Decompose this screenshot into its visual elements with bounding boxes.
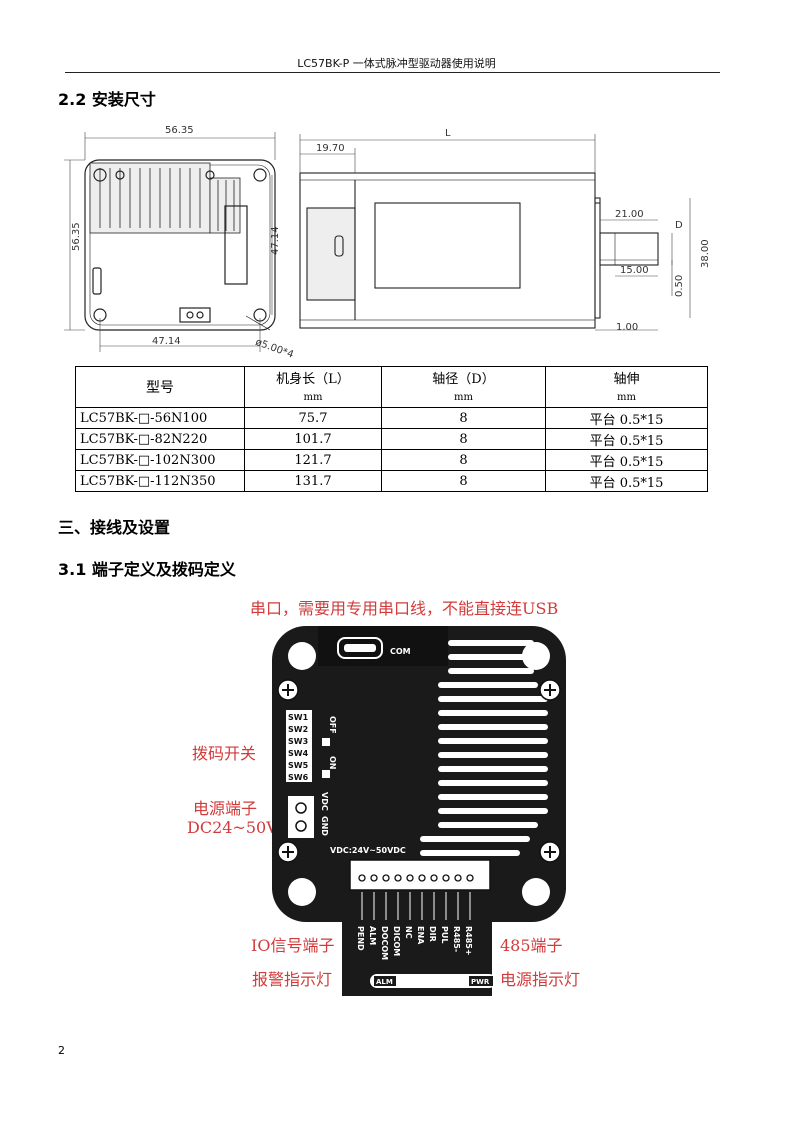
cell-extension: 平台 0.5*15 (545, 407, 708, 429)
annotation-485: 485端子 (500, 936, 563, 955)
front-view (84, 159, 276, 331)
dimension-drawing: 56.35 56.35 47.14 47.14 ø5.00*4 L 19.70 … (64, 125, 711, 358)
dip-on-label: ON (328, 756, 337, 770)
driver-board: COM SW1 SW2 SW3 SW4 SW5 SW6 OFF ON VDC G… (272, 626, 566, 996)
header-extension: 轴伸 (545, 366, 708, 387)
dim-top-width: 56.35 (165, 125, 194, 136)
annotation-dip: 拨码开关 (192, 744, 257, 763)
pin-label: ENA (416, 926, 425, 945)
pin-label: PEND (356, 926, 365, 951)
section-3-1-title: 3.1 端子定义及拨码定义 (58, 560, 236, 579)
annotation-power-led: 电源指示灯 (500, 970, 581, 989)
dim-L: L (445, 128, 451, 139)
unit-length: mm (244, 387, 382, 408)
cell-diameter: 8 (381, 470, 546, 492)
section-2-2-title: 2.2 安装尺寸 (58, 90, 156, 109)
pin-label: R485- (452, 926, 461, 952)
dim-step: 1.00 (616, 322, 638, 333)
cell-diameter: 8 (381, 449, 546, 471)
cell-length: 101.7 (244, 428, 382, 450)
cell-length: 121.7 (244, 449, 382, 471)
vdc-label: VDC (320, 792, 329, 811)
header-rule (65, 72, 720, 73)
dim-flange: 19.70 (316, 143, 345, 154)
dim-left-height: 56.35 (71, 222, 82, 251)
table-row: LC57BK-□-112N350 131.7 8 平台 0.5*15 (75, 470, 708, 492)
dim-D: D (675, 220, 683, 231)
cell-diameter: 8 (381, 407, 546, 429)
table-row: LC57BK-□-82N220 101.7 8 平台 0.5*15 (75, 428, 708, 450)
gnd-label: GND (320, 816, 329, 836)
cell-model: LC57BK-□-112N350 (75, 470, 245, 492)
spec-table: 型号 机身长（L） 轴径（D） 轴伸 mm mm mm LC57BK-□-56N… (75, 366, 708, 492)
header-model: 型号 (75, 366, 245, 408)
sw1-label: SW1 (288, 713, 309, 722)
pin-label: NC (404, 926, 413, 939)
pin-label: DOCOM (380, 926, 389, 960)
sw5-label: SW5 (288, 761, 309, 770)
dim-inner-height: 47.14 (270, 226, 281, 255)
annotation-power-terminal: 电源端子 (193, 799, 258, 818)
pin-label: R485+ (464, 926, 473, 956)
com-port (337, 637, 383, 659)
pin-label: DICOM (392, 926, 401, 956)
cell-length: 75.7 (244, 407, 382, 429)
page-number: 2 (58, 1044, 65, 1057)
cell-extension: 平台 0.5*15 (545, 470, 708, 492)
alm-led-label: ALM (376, 978, 393, 986)
annotation-alarm-led: 报警指示灯 (252, 970, 333, 989)
header-length: 机身长（L） (244, 366, 382, 387)
section-3-title: 三、接线及设置 (58, 518, 171, 537)
annotation-serial: 串口，需要用专用串口线，不能直接连USB (250, 599, 559, 618)
pin-label: ALM (368, 926, 377, 945)
table-row: LC57BK-□-102N300 121.7 8 平台 0.5*15 (75, 449, 708, 471)
unit-extension: mm (545, 387, 708, 408)
vdc-range-label: VDC:24V~50VDC (330, 846, 406, 855)
annotation-power-voltage: DC24~50V (187, 818, 278, 837)
cell-model: LC57BK-□-56N100 (75, 407, 245, 429)
cell-model: LC57BK-□-82N220 (75, 428, 245, 450)
pin-label: PUL (440, 926, 449, 943)
sw4-label: SW4 (288, 749, 309, 758)
cell-diameter: 8 (381, 428, 546, 450)
cell-extension: 平台 0.5*15 (545, 449, 708, 471)
dim-flat-length: 15.00 (620, 265, 649, 276)
dip-off-label: OFF (328, 716, 337, 734)
pwr-led-label: PWR (471, 978, 490, 986)
dim-boss: 38.00 (700, 239, 711, 268)
pin-label: DIR (428, 926, 437, 942)
sw2-label: SW2 (288, 725, 308, 734)
dim-bottom-width: 47.14 (152, 336, 181, 347)
sw6-label: SW6 (288, 773, 309, 782)
table-row: LC57BK-□-56N100 75.7 8 平台 0.5*15 (75, 407, 708, 429)
led-bar (370, 974, 496, 988)
sw3-label: SW3 (288, 737, 308, 746)
com-label: COM (390, 647, 411, 656)
header-diameter: 轴径（D） (381, 366, 546, 387)
dim-shaft-length: 21.00 (615, 209, 644, 220)
dim-hole: ø5.00*4 (254, 337, 295, 358)
cell-length: 131.7 (244, 470, 382, 492)
unit-diameter: mm (381, 387, 546, 408)
dim-flat-depth: 0.50 (674, 275, 685, 297)
page-header: LC57BK-P 一体式脉冲型驱动器使用说明 (297, 57, 496, 70)
side-view (299, 172, 659, 329)
cell-extension: 平台 0.5*15 (545, 428, 708, 450)
annotation-io: IO信号端子 (251, 936, 335, 955)
cell-model: LC57BK-□-102N300 (75, 449, 245, 471)
